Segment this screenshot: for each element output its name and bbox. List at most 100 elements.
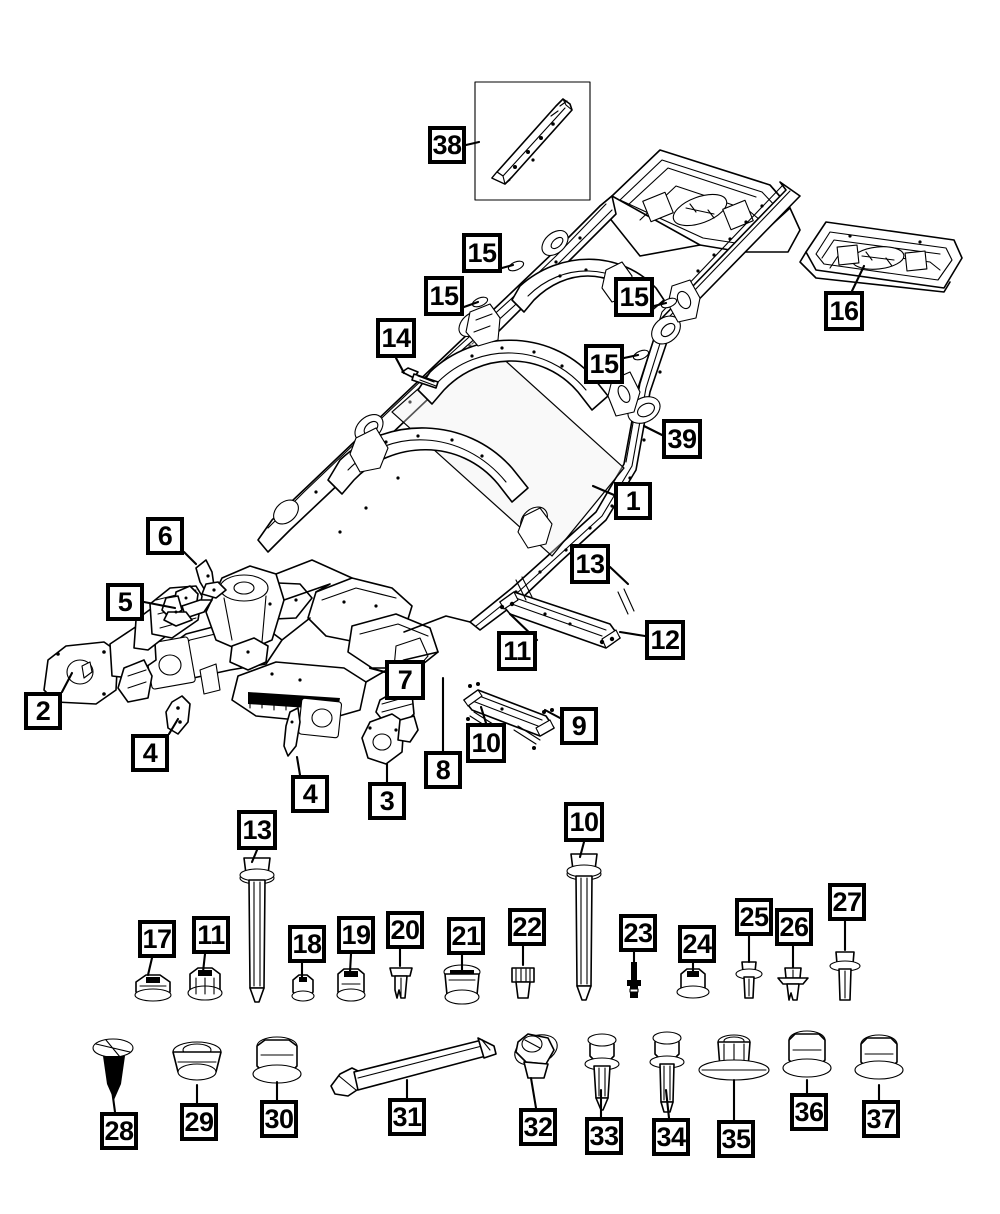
part-23-stud-clip (627, 962, 641, 998)
rear-frame-section (599, 149, 801, 257)
part-33-hex-flange-bolt-medium (584, 1033, 620, 1111)
callout-35[interactable]: 35 (717, 1120, 755, 1158)
main-frame-assembly (257, 149, 801, 631)
part-38-rail-detail (474, 81, 591, 201)
callout-1[interactable]: 1 (614, 482, 652, 520)
callout-16[interactable]: 16 (824, 291, 864, 331)
part-24-flange-nut-washer (676, 968, 710, 999)
callout-18[interactable]: 18 (288, 925, 326, 963)
callout-15a[interactable]: 15 (462, 233, 502, 273)
callout-20[interactable]: 20 (386, 911, 424, 949)
part-32-angled-bolt-head (514, 1033, 558, 1079)
leader-line-14 (394, 356, 406, 375)
part-34-hex-flange-bolt-long (649, 1031, 685, 1113)
callout-12[interactable]: 12 (645, 620, 685, 660)
callout-5[interactable]: 5 (106, 583, 144, 621)
callout-13b[interactable]: 13 (237, 810, 277, 850)
callout-4a[interactable]: 4 (131, 734, 169, 772)
callout-2[interactable]: 2 (24, 692, 62, 730)
part-17-hex-flange-nut (134, 974, 172, 1002)
callout-6[interactable]: 6 (146, 517, 184, 555)
callout-4b[interactable]: 4 (291, 775, 329, 813)
leader-line-32 (529, 1076, 538, 1110)
part-3-front-horn-lower (361, 689, 419, 765)
leader-line-9 (543, 708, 562, 720)
leader-lines (60, 140, 881, 1122)
callout-19[interactable]: 19 (337, 916, 375, 954)
leader-line-13a (608, 565, 630, 586)
front-frame-structure (144, 559, 471, 739)
part-22-splined-insert (511, 967, 535, 999)
callout-36[interactable]: 36 (790, 1093, 828, 1131)
callout-32[interactable]: 32 (519, 1108, 557, 1146)
part-10-crossmember-bolt (566, 853, 602, 1001)
part-11-crossmember-flange-nut (187, 967, 223, 1001)
hardware-row-1 (134, 951, 861, 1005)
callout-37[interactable]: 37 (862, 1100, 900, 1138)
callout-25[interactable]: 25 (735, 898, 773, 936)
callout-28[interactable]: 28 (100, 1112, 138, 1150)
frame-plugs-15 (471, 260, 678, 361)
callout-34[interactable]: 34 (652, 1118, 690, 1156)
callout-11a[interactable]: 11 (497, 631, 537, 671)
callout-14[interactable]: 14 (376, 318, 416, 358)
callout-8[interactable]: 8 (424, 751, 462, 789)
leader-line-4a (167, 717, 180, 736)
callout-15d[interactable]: 15 (584, 344, 624, 384)
part-29-rubber-grommet (172, 1041, 222, 1081)
callout-21[interactable]: 21 (447, 917, 485, 955)
callout-17[interactable]: 17 (138, 920, 176, 958)
leader-line-15a (500, 263, 515, 270)
part-14-stud-pin (401, 367, 439, 389)
callout-33[interactable]: 33 (585, 1117, 623, 1155)
callout-24[interactable]: 24 (678, 925, 716, 963)
leader-line-4b (295, 755, 302, 777)
callout-23[interactable]: 23 (619, 914, 657, 952)
leader-line-12 (618, 630, 647, 638)
callout-9[interactable]: 9 (560, 707, 598, 745)
callout-39[interactable]: 39 (662, 419, 702, 459)
leader-line-15c (652, 301, 668, 308)
callout-15c[interactable]: 15 (614, 277, 654, 317)
callout-26[interactable]: 26 (775, 908, 813, 946)
callout-3[interactable]: 3 (368, 782, 406, 820)
leader-line-39 (642, 424, 664, 437)
part-18-small-nut (291, 974, 315, 1002)
callout-30[interactable]: 30 (260, 1100, 298, 1138)
part-27-hex-flange-screw (829, 951, 861, 1001)
part-37-flange-nut-washer-small (854, 1034, 904, 1080)
callout-29[interactable]: 29 (180, 1103, 218, 1141)
leader-line-10b (578, 840, 586, 859)
part-4-tab-brackets (165, 695, 301, 757)
part-6-angled-clip-bracket (195, 559, 227, 599)
callout-13a[interactable]: 13 (570, 544, 610, 584)
part-36-flange-nut-collar (782, 1030, 832, 1078)
callout-22[interactable]: 22 (508, 908, 546, 946)
leader-line-6 (182, 550, 198, 566)
callout-27[interactable]: 27 (828, 883, 866, 921)
callout-15b[interactable]: 15 (424, 276, 464, 316)
callout-10a[interactable]: 10 (466, 723, 506, 763)
part-30-hex-flange-nut-large (252, 1036, 302, 1084)
leader-line-7 (368, 666, 387, 674)
callout-7[interactable]: 7 (385, 660, 425, 700)
leader-line-15b (462, 300, 480, 309)
leader-line-1 (591, 484, 616, 497)
part-25-short-flange-bolt (735, 961, 763, 999)
callout-11b[interactable]: 11 (192, 916, 230, 954)
part-20-push-pin-retainer (389, 967, 413, 999)
leader-line-28 (108, 1073, 117, 1114)
leader-line-2 (60, 671, 74, 694)
callout-31[interactable]: 31 (388, 1098, 426, 1136)
part-31-long-hex-bolt (330, 1037, 497, 1097)
leader-line-13b (250, 848, 259, 864)
callout-10b[interactable]: 10 (564, 802, 604, 842)
part-26-plastic-rivet-fastener (777, 967, 809, 1001)
leader-line-5 (142, 600, 177, 610)
part-13-long-flange-bolt (239, 857, 275, 1003)
part-2-front-horn-bracket (43, 585, 203, 705)
leader-line-11b (201, 952, 207, 974)
callout-38[interactable]: 38 (428, 126, 466, 164)
